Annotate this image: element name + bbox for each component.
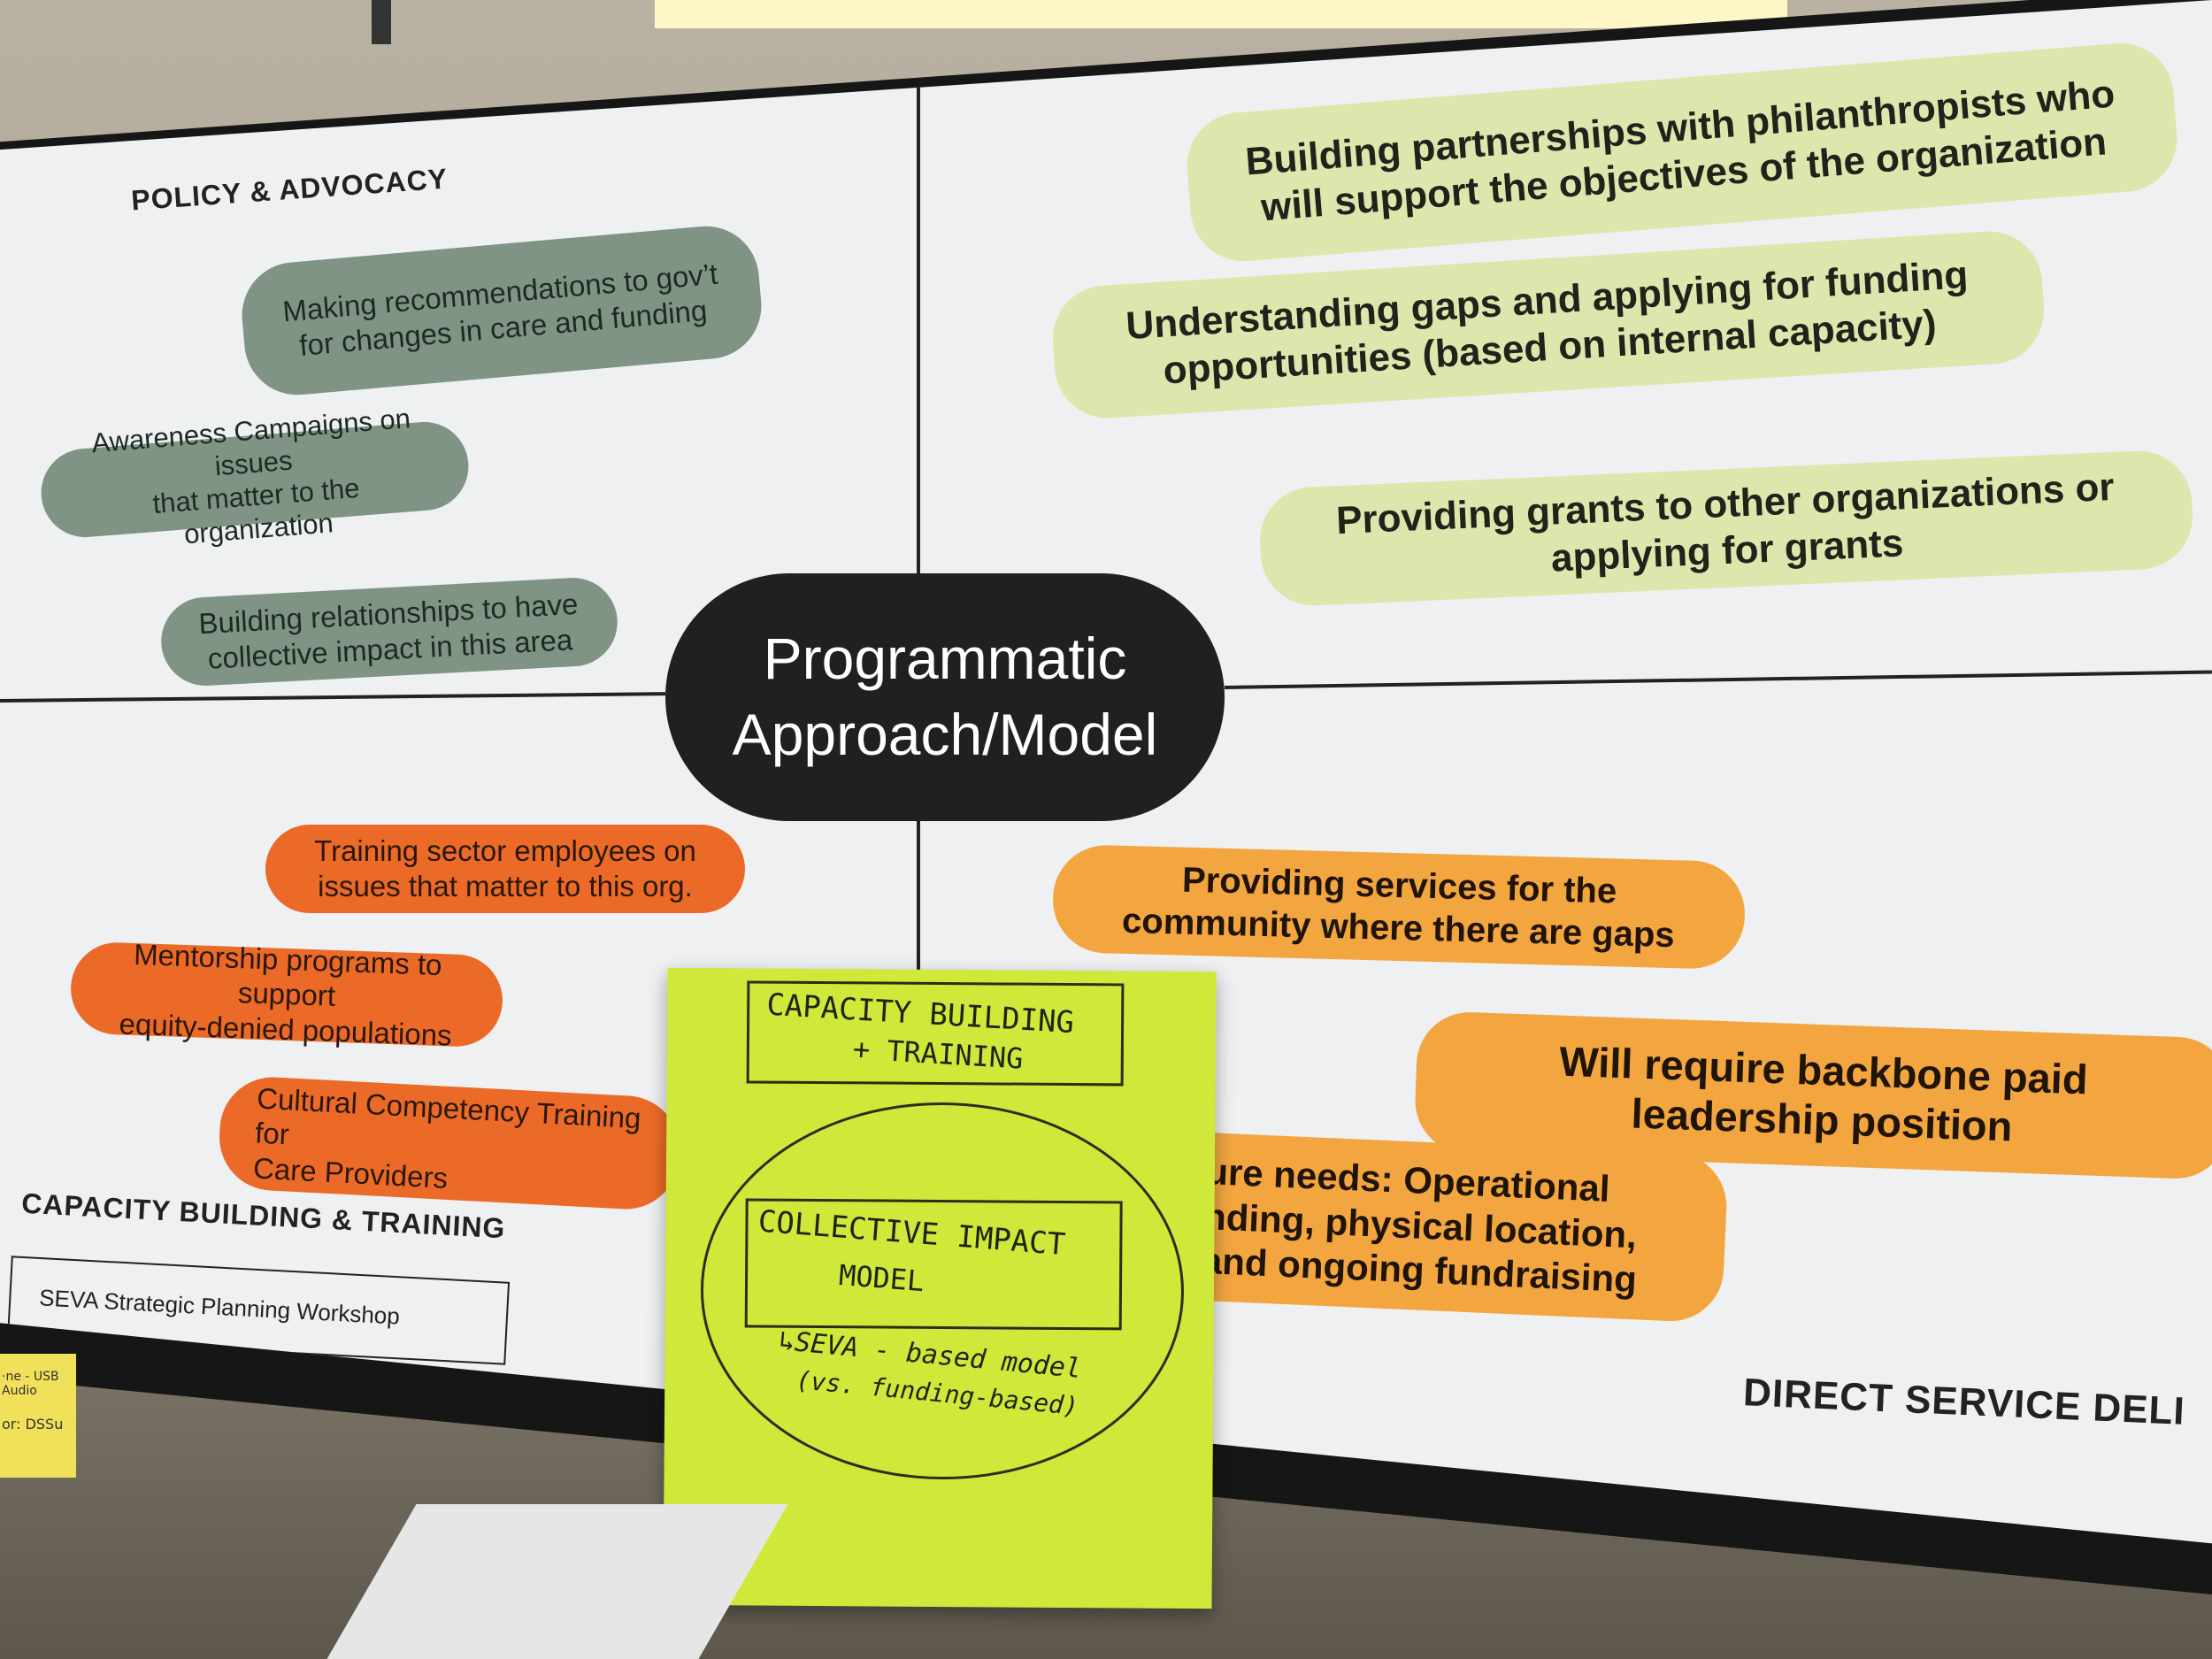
side-sticky-text: ·ne - USB Audio [2,1370,59,1398]
side-sticky-note: ·ne - USB Audio or: DSSu [0,1354,76,1478]
philanthropy-item-gaps: Understanding gaps and applying for fund… [1049,227,2047,422]
window-light [655,0,1787,28]
cable [372,0,391,44]
pill-line: Training sector employees on [314,834,696,868]
pill-line: issues that matter to this org. [318,870,693,902]
policy-header: POLICY & ADVOCACY [130,162,449,217]
divider-horizontal-left [0,692,666,703]
philanthropy-item-partnerships: Building partnerships with philanthropis… [1183,39,2181,265]
center-title-line: Programmatic [763,626,1127,692]
philanthropy-item-grants: Providing grants to other organizations … [1257,449,2195,608]
divider-vertical-top [917,0,920,584]
direct-header: DIRECT SERVICE DELI [1742,1371,2186,1433]
center-title-pill: Programmatic Approach/Model [665,573,1225,821]
divider-horizontal-right [1225,670,2212,689]
center-title-line: Approach/Model [732,702,1158,767]
sticky-text: MODEL [837,1257,926,1299]
pill-line: Mentorship programs to support [133,937,443,1013]
side-sticky-text: or: DSSu [2,1416,64,1432]
